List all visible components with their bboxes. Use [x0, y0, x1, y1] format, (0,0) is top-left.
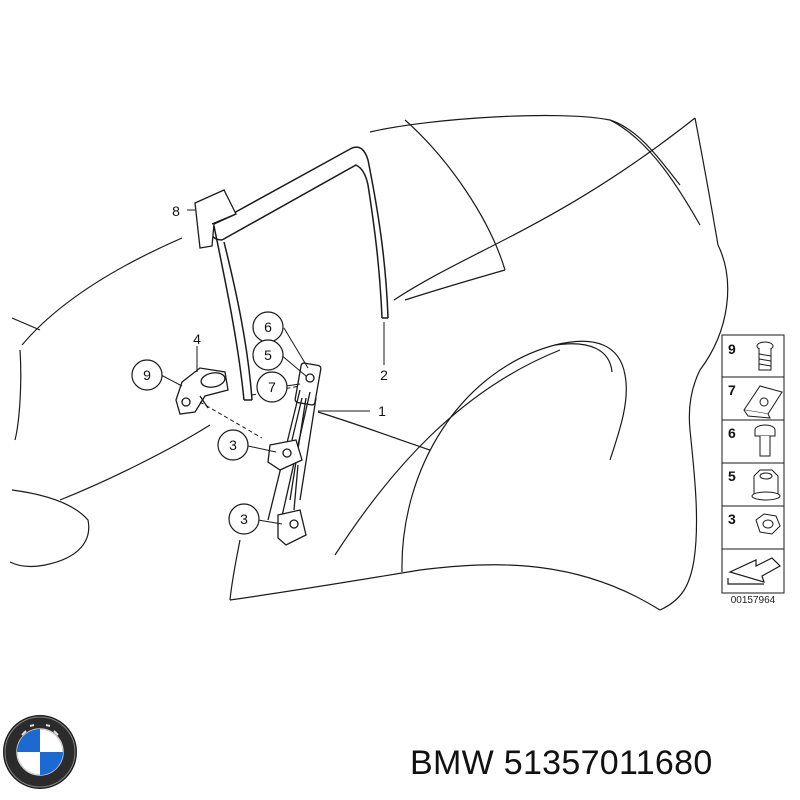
svg-text:3: 3 [240, 511, 248, 527]
svg-text:9: 9 [143, 367, 151, 383]
screw-icon [756, 341, 774, 371]
hardware-legend: 9 7 6 5 [721, 334, 785, 606]
part-number-caption: BMW 51357011680 [410, 738, 795, 788]
svg-text:9: 9 [728, 341, 736, 357]
part-number: 51357011680 [503, 744, 713, 782]
legend-item-bolt: 6 [728, 424, 776, 457]
regulator-motor [175, 367, 229, 415]
svg-text:6: 6 [728, 425, 736, 441]
car-body-outline [9, 114, 729, 611]
callout-8: 8 [172, 203, 180, 219]
bmw-logo [3, 715, 77, 789]
callout-6: 6 [252, 311, 284, 343]
svg-text:3: 3 [728, 511, 736, 527]
reference-arrow-icon [727, 557, 781, 585]
legend-item-screw: 9 [728, 341, 774, 371]
callout-7: 7 [256, 371, 288, 403]
svg-text:5: 5 [264, 347, 272, 363]
callout-3-upper: 3 [217, 429, 249, 461]
svg-text:5: 5 [728, 468, 736, 484]
legend-item-collar-nut: 5 [728, 468, 781, 501]
callout-4: 4 [193, 331, 201, 347]
legend-item-hex-nut: 3 [728, 511, 781, 535]
hex-nut-icon [755, 513, 781, 535]
leader-lines [160, 209, 385, 525]
diagram-code: 00157964 [731, 595, 776, 606]
callout-5: 5 [252, 339, 284, 371]
collar-nut-icon [751, 469, 781, 501]
clip-nut-icon [743, 385, 783, 419]
svg-text:2: 2 [380, 367, 388, 383]
svg-text:8: 8 [172, 203, 180, 219]
brand-name: BMW [410, 744, 494, 782]
window-frame [209, 146, 389, 401]
svg-text:6: 6 [264, 319, 272, 335]
legend-item-clip-nut: 7 [728, 382, 783, 419]
svg-text:4: 4 [193, 331, 201, 347]
corner-seal-bracket [194, 189, 237, 249]
callout-2: 2 [380, 367, 388, 383]
svg-text:7: 7 [268, 379, 276, 395]
svg-text:7: 7 [728, 382, 736, 398]
window-regulator [267, 362, 322, 546]
callout-1: 1 [378, 403, 386, 419]
svg-text:3: 3 [229, 437, 237, 453]
callout-3-lower: 3 [228, 503, 260, 535]
callout-9: 9 [131, 359, 163, 391]
svg-text:1: 1 [378, 403, 386, 419]
bolt-icon [754, 424, 776, 457]
